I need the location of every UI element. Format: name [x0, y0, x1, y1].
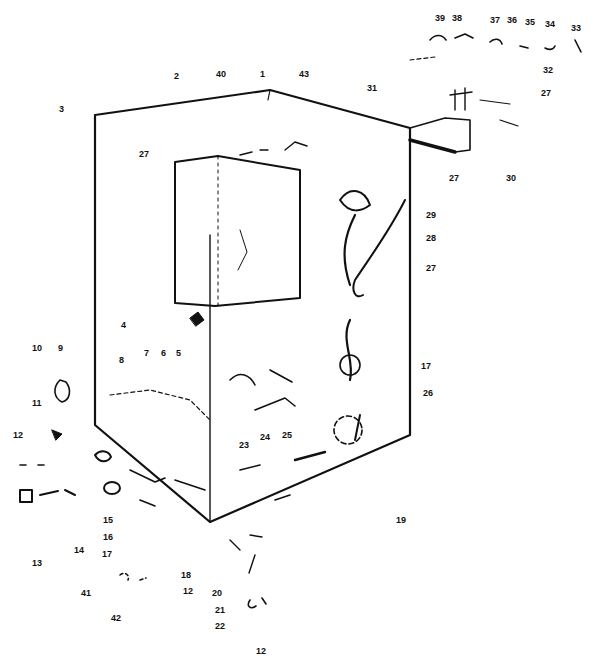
callout-number: 34 — [544, 20, 556, 29]
callout-number: 37 — [489, 16, 501, 25]
callout-number: 9 — [57, 344, 64, 353]
callout-number: 1 — [259, 70, 266, 79]
callout-number: 24 — [259, 433, 271, 442]
callout-number: 4 — [120, 321, 127, 330]
callout-number: 40 — [215, 70, 227, 79]
callout-number: 14 — [73, 546, 85, 555]
callout-number: 42 — [110, 614, 122, 623]
callout-number: 15 — [102, 516, 114, 525]
callout-number: 27 — [138, 150, 150, 159]
callout-number: 20 — [211, 589, 223, 598]
callout-number: 27 — [448, 174, 460, 183]
callout-number: 29 — [425, 211, 437, 220]
callout-number: 12 — [12, 431, 24, 440]
callout-number: 12 — [182, 587, 194, 596]
callout-number: 41 — [80, 589, 92, 598]
callout-number: 38 — [451, 14, 463, 23]
callout-number: 2 — [173, 72, 180, 81]
callout-number: 3 — [58, 105, 65, 114]
callout-number: 22 — [214, 622, 226, 631]
callout-number: 32 — [542, 66, 554, 75]
callout-number: 16 — [102, 533, 114, 542]
callout-number: 25 — [281, 431, 293, 440]
callout-number: 28 — [425, 234, 437, 243]
callout-number: 12 — [255, 647, 267, 656]
callout-number: 21 — [214, 606, 226, 615]
callout-number: 11 — [31, 399, 43, 408]
callout-number: 43 — [298, 70, 310, 79]
callout-number: 35 — [524, 18, 536, 27]
callout-number: 39 — [434, 14, 446, 23]
callout-number: 18 — [180, 571, 192, 580]
callout-number: 17 — [420, 362, 432, 371]
callout-number: 27 — [540, 89, 552, 98]
callout-number: 19 — [395, 516, 407, 525]
callout-number: 36 — [506, 16, 518, 25]
callout-number: 10 — [31, 344, 43, 353]
callout-number: 5 — [175, 349, 182, 358]
callout-number: 23 — [238, 441, 250, 450]
callout-number: 7 — [143, 349, 150, 358]
callout-number: 17 — [101, 550, 113, 559]
callout-number: 30 — [505, 174, 517, 183]
callout-number: 33 — [570, 24, 582, 33]
callout-number: 26 — [422, 389, 434, 398]
callout-number: 27 — [425, 264, 437, 273]
callout-number: 8 — [118, 356, 125, 365]
callout-number: 13 — [31, 559, 43, 568]
callout-number: 31 — [366, 84, 378, 93]
callout-number: 6 — [160, 349, 167, 358]
